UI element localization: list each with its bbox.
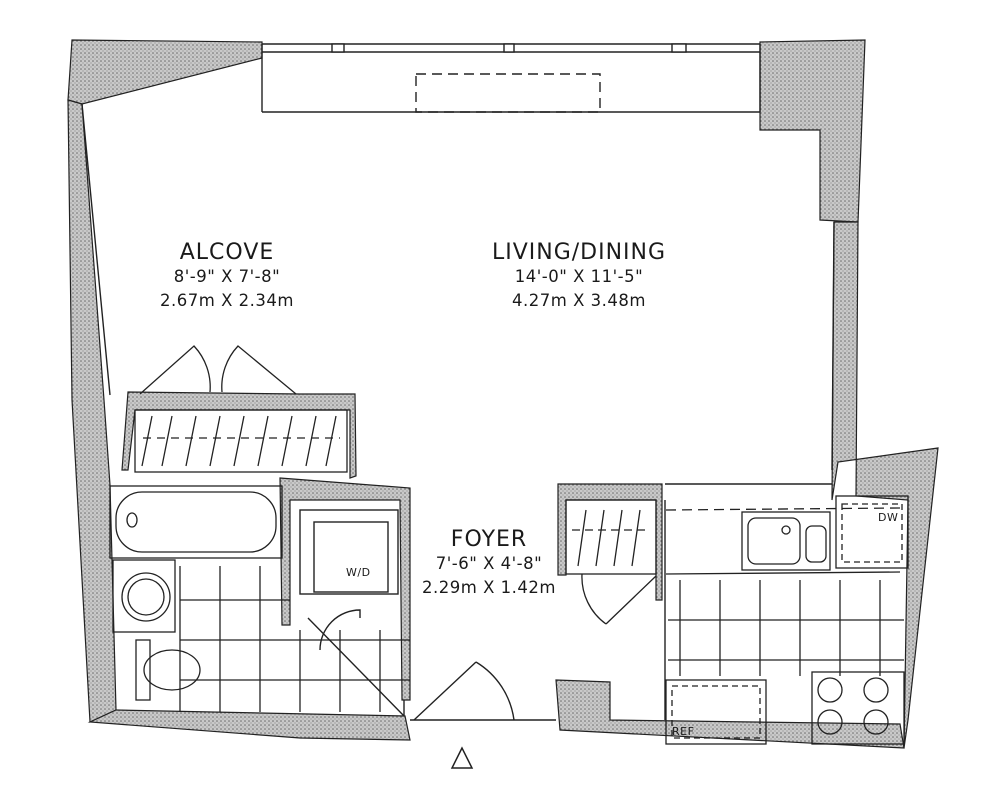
room-dim-imperial-alcove: 8'-9" X 7'-8" [173, 267, 281, 286]
room-dim-imperial-foyer: 7'-6" X 4'-8" [435, 554, 543, 573]
window-wall [261, 43, 761, 113]
ref-label: REF [672, 725, 695, 738]
dishwasher [835, 495, 909, 569]
foyer-closet [565, 499, 657, 625]
wall-left [67, 99, 117, 723]
kitchen [665, 495, 909, 745]
entry-door [413, 661, 515, 721]
sink [121, 572, 171, 622]
wd-label: W/D [346, 566, 371, 579]
wd-closet [299, 509, 405, 717]
interior-lines [81, 103, 835, 721]
alcove-closet [134, 345, 348, 473]
wall-top-right [759, 39, 866, 223]
wall-bath [279, 477, 411, 701]
entry-arrow-icon [450, 746, 474, 769]
room-name-alcove: ALCOVE [179, 240, 275, 265]
stove [811, 671, 905, 745]
refrigerator [665, 679, 767, 745]
room-dim-imperial-living: 14'-0" X 11'-5" [514, 267, 644, 286]
wall-right [831, 221, 939, 749]
walls [67, 39, 939, 749]
room-name-foyer: FOYER [450, 527, 528, 552]
wall-bottom-right [555, 679, 905, 749]
wall-alcove-closet [121, 391, 357, 479]
foyer-label: FOYER 7'-6" X 4'-8" 2.29m X 1.42m [408, 527, 570, 600]
room-name-living: LIVING/DINING [491, 240, 667, 265]
bathtub [109, 485, 283, 559]
wall-bottom-left [87, 709, 411, 741]
wall-top-left [67, 39, 263, 105]
bathroom [109, 485, 410, 712]
kitchen-sink [741, 511, 831, 571]
alcove-label: ALCOVE 8'-9" X 7'-8" 2.67m X 2.34m [146, 240, 308, 313]
room-dim-metric-living: 4.27m X 3.48m [512, 291, 646, 310]
dw-label: DW [878, 511, 899, 524]
living-label: LIVING/DINING 14'-0" X 11'-5" 4.27m X 3.… [470, 240, 688, 313]
toilet [135, 639, 151, 701]
room-dim-metric-alcove: 2.67m X 2.34m [160, 291, 294, 310]
wall-foyer-closet [557, 483, 663, 601]
room-dim-metric-foyer: 2.29m X 1.42m [422, 578, 556, 597]
